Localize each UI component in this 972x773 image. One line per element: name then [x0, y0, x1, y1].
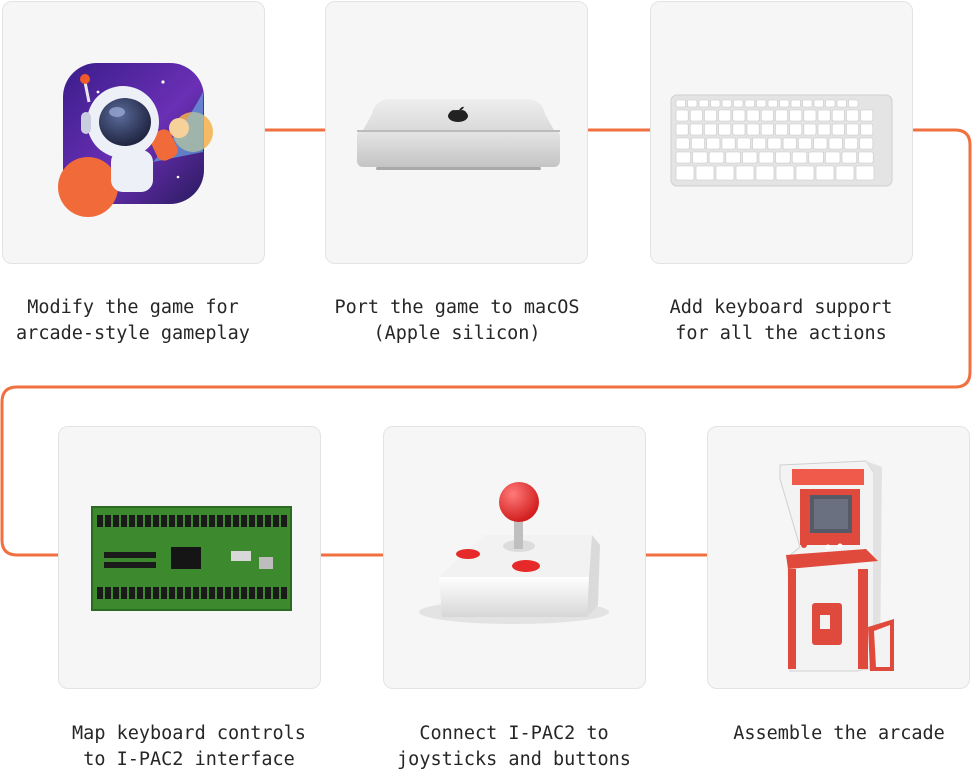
- mac-mini-icon: [326, 2, 588, 264]
- ipac2-board-icon: [59, 427, 321, 689]
- step-card-map-ipac2: [58, 426, 321, 689]
- step-caption-assemble-arcade: Assemble the arcade: [694, 721, 972, 747]
- astronaut-app-icon: [3, 2, 265, 264]
- step-caption-modify-game: Modify the game for arcade-style gamepla…: [0, 295, 278, 347]
- keyboard-icon: [651, 2, 913, 264]
- step-card-connect-ipac2: [383, 426, 646, 689]
- step-card-port-macos: [325, 1, 588, 264]
- step-caption-connect-ipac2: Connect I-PAC2 to joysticks and buttons: [369, 721, 659, 773]
- step-caption-port-macos: Port the game to macOS (Apple silicon): [312, 295, 602, 347]
- step-caption-keyboard-support: Add keyboard support for all the actions: [636, 295, 926, 347]
- arcade-cabinet-icon: [708, 427, 970, 689]
- joystick-icon: [384, 427, 646, 689]
- step-card-assemble-arcade: [707, 426, 970, 689]
- step-caption-map-ipac2: Map keyboard controls to I-PAC2 interfac…: [44, 721, 334, 773]
- step-card-keyboard-support: [650, 1, 913, 264]
- step-card-modify-game: [2, 1, 265, 264]
